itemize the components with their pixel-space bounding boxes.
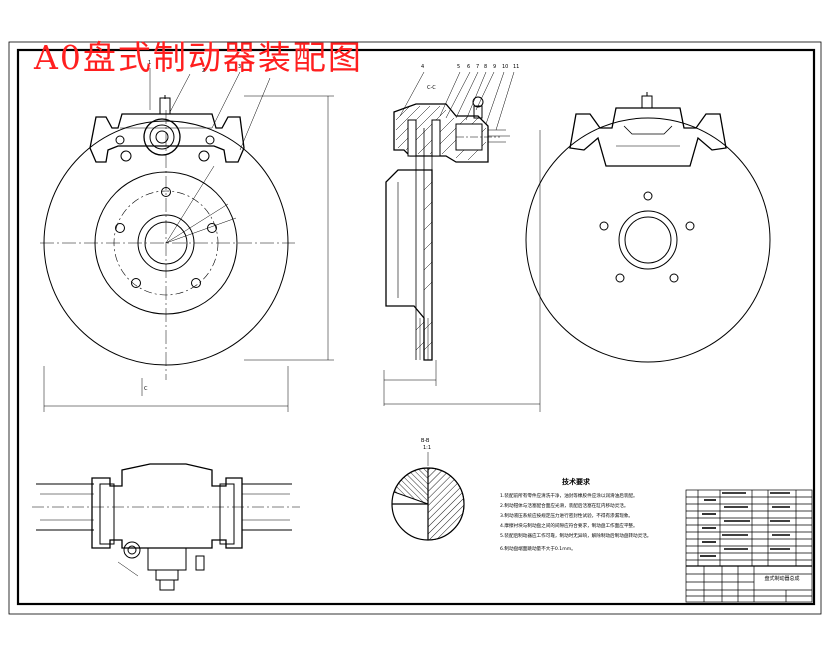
balloon-label: 10 [502,64,509,70]
front-view-left [40,68,334,412]
title-block-product-name: 盘式制动器总成 [764,576,800,582]
section-mark-c: C [144,386,148,392]
parts-list-and-title-block [685,489,813,603]
technical-requirement-item: 4.摩擦衬块与制动盘之间的间隙应符合要求，制动盘工作面应平整。 [500,524,638,529]
balloon-label: 5 [457,64,461,70]
drawing-title: A0盘式制动器装配图 [34,38,363,77]
balloon-label: 11 [513,64,520,70]
section-label-bb: B-B [421,438,430,444]
technical-requirement-item: 6.制动盘端面跳动量不大于0.1mm。 [500,547,576,552]
balloon-label: 3 [238,64,242,70]
balloon-label: 2 [202,68,206,74]
balloon-label: 7 [476,64,480,70]
section-view-bb [391,452,465,541]
section-view-cc [383,71,541,412]
balloon-label: 1 [148,60,152,66]
technical-requirement-item: 2.制动钳体与活塞配合面应光滑，装配后活塞在缸内移动灵活。 [500,504,629,509]
balloon-label: 8 [484,64,488,70]
balloon-label: 9 [493,64,497,70]
top-view-bottom [32,463,300,591]
technical-requirement-item: 3.制动液压系统应按规定压力进行密封性试验，不得有渗漏现象。 [500,514,634,519]
balloon-label: 4 [421,64,425,70]
section-label-cc: C-C [427,85,436,91]
technical-requirements-heading: 技术要求 [562,478,590,486]
technical-requirement-item: 5.装配后制动器应工作可靠，制动时无异响，解除制动后制动盘转动灵活。 [500,534,652,539]
outer-border [8,41,822,615]
inner-border [16,48,816,606]
technical-requirement-item: 1.装配前所有零件应清洗干净，油封等橡胶件应涂以润滑油后装配。 [500,494,638,499]
front-view-right [525,92,771,363]
section-scale-bb: 1:1 [423,445,432,451]
balloon-label: 6 [467,64,471,70]
